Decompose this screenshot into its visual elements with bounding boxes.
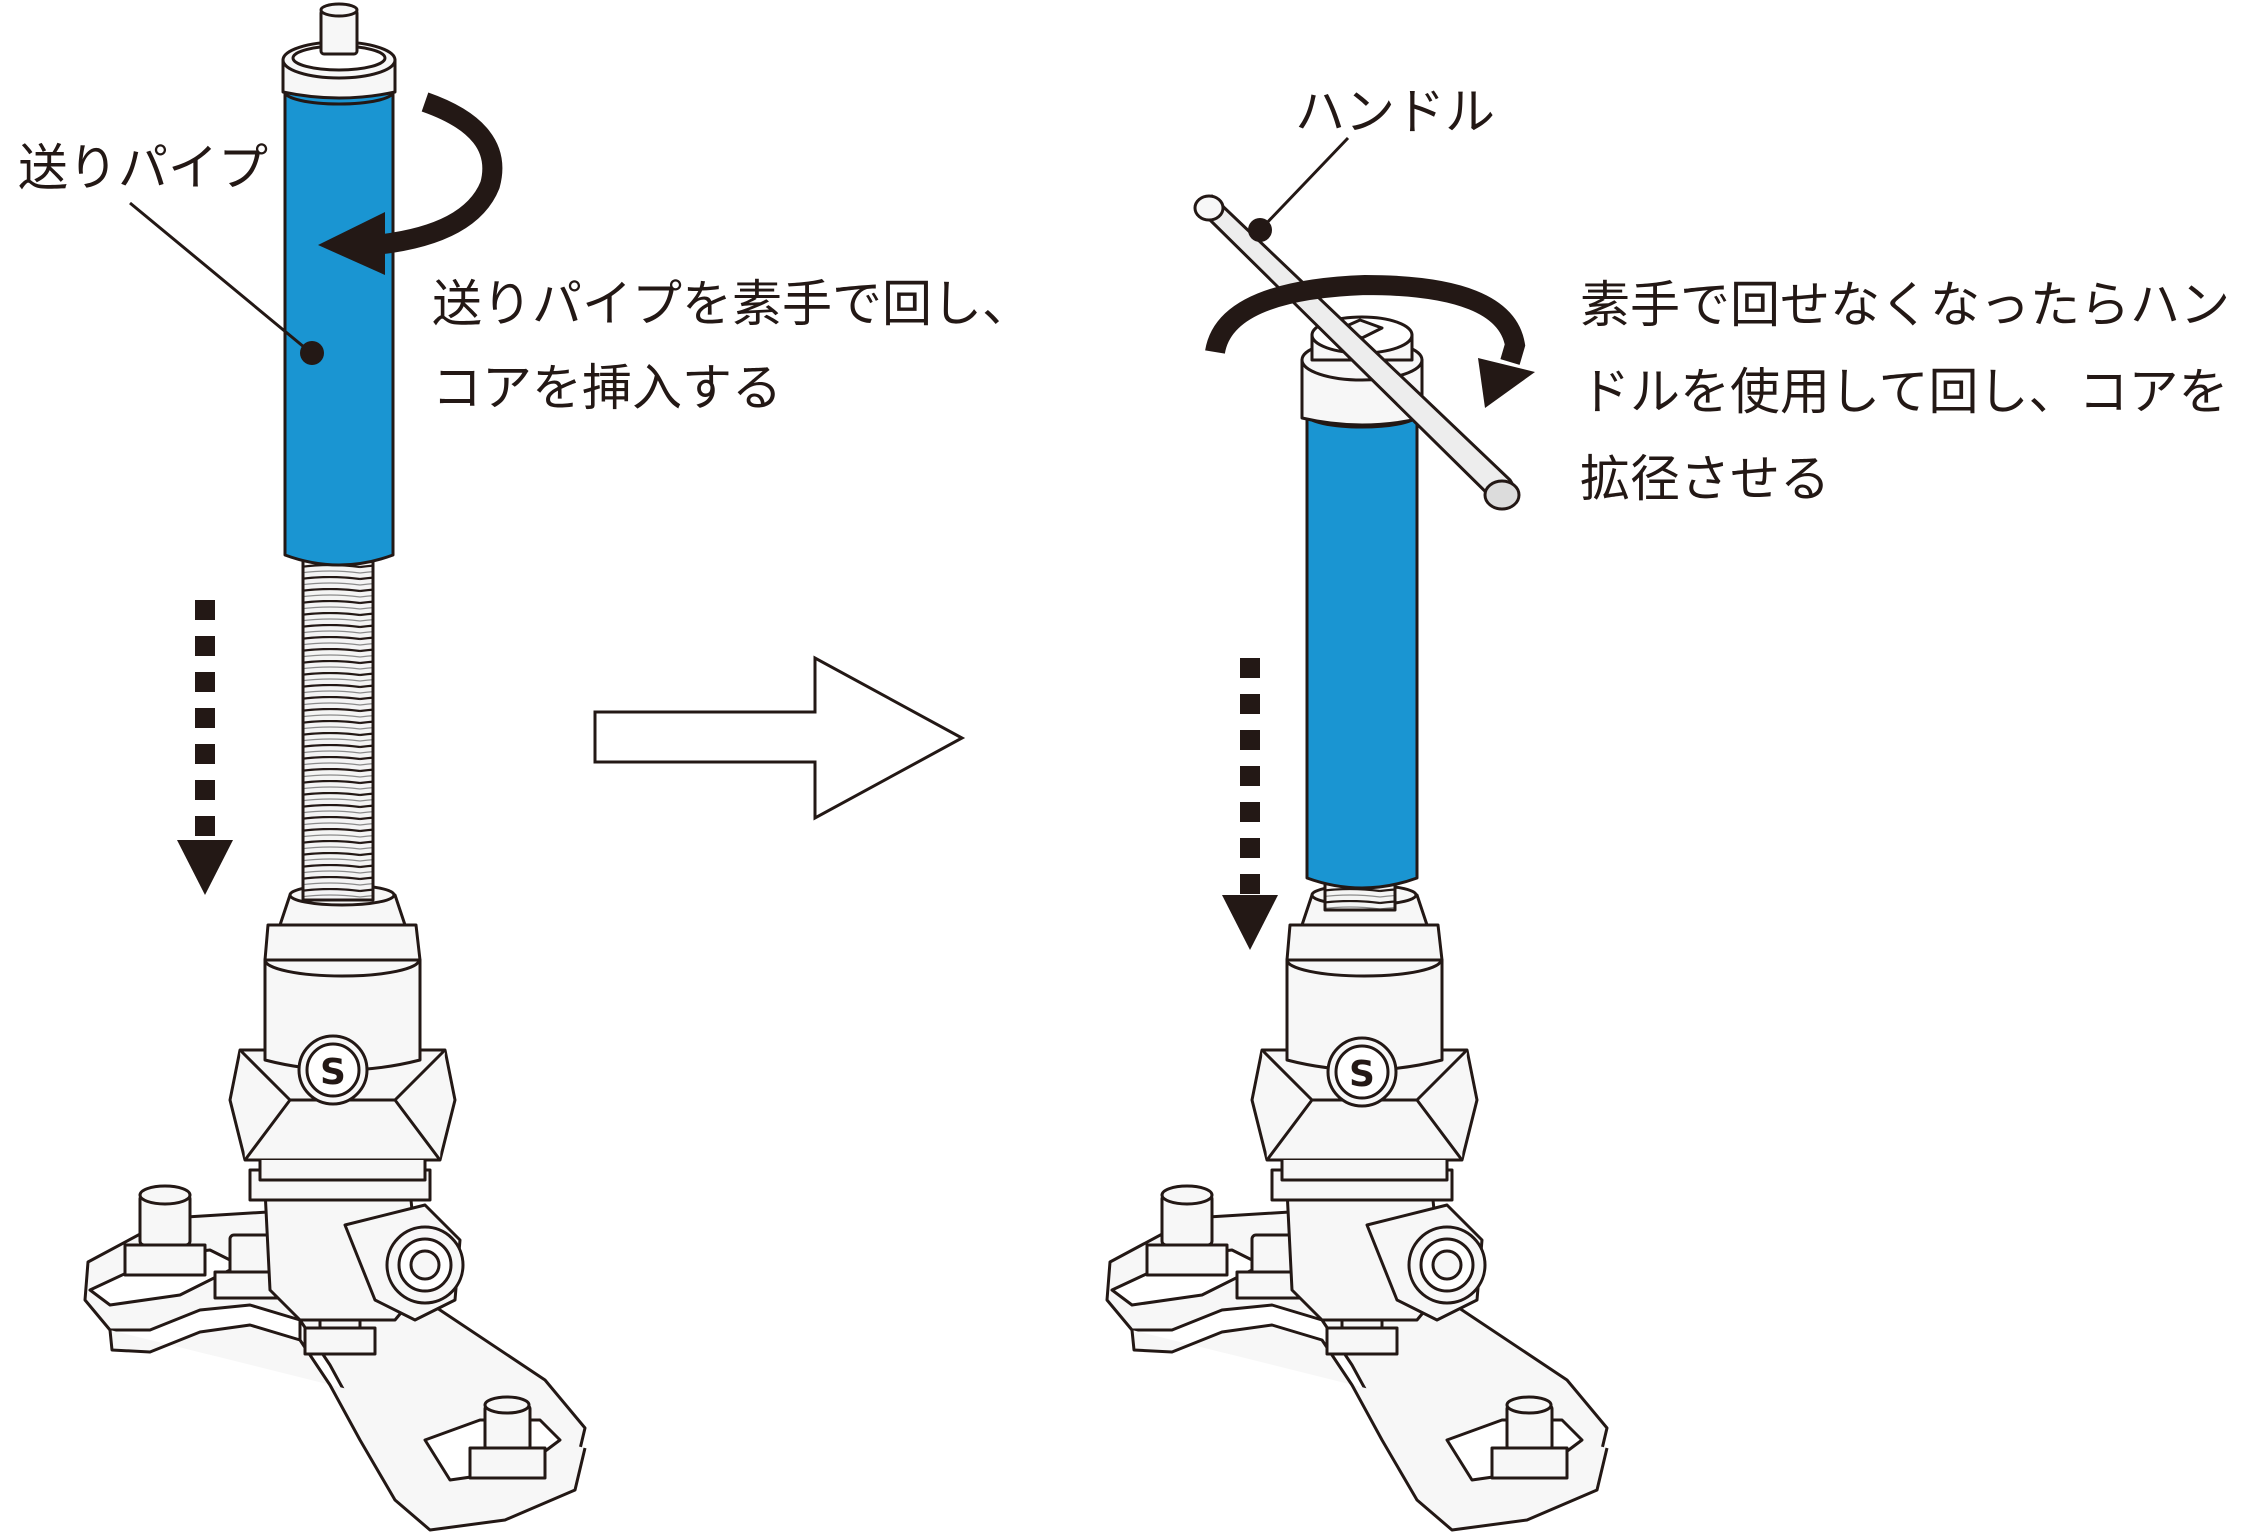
right-logo-icon: S — [1349, 1054, 1375, 1095]
step2-line-3: 拡径させる — [1580, 450, 1830, 508]
handle-label: ハンドル — [1295, 83, 1495, 141]
feed-pipe-leader — [129, 201, 324, 365]
step-arrow-icon — [593, 655, 966, 821]
left-feed-pipe — [283, 78, 395, 567]
left-hex-collar — [228, 1048, 457, 1182]
step1-line-1: 送りパイプを素手で回し、 — [432, 275, 1032, 333]
left-valve-body — [248, 1168, 465, 1322]
handle-bar — [1193, 194, 1521, 511]
right-down-arrow-icon — [1222, 658, 1278, 950]
right-bolts — [1145, 1184, 1569, 1480]
step2-instruction: 素手で回せなくなったらハン ドルを使用して回し、コアを 拡径させる — [1580, 262, 2230, 523]
step2-line-2: ドルを使用して回し、コアを — [1580, 363, 2229, 421]
left-body-cylinder — [263, 883, 422, 1106]
right-rotate-arrow-icon — [1205, 274, 1535, 408]
left-down-arrow-icon — [177, 600, 233, 895]
step2-line-1: 素手で回せなくなったらハン — [1580, 276, 2230, 334]
step1-line-2: コアを挿入する — [432, 359, 782, 417]
right-valve-body — [1270, 1168, 1487, 1322]
step1-instruction: 送りパイプを素手で回し、 コアを挿入する — [432, 262, 1032, 430]
right-assembly — [1105, 194, 1609, 1532]
left-rotate-arrow-icon — [318, 92, 503, 275]
left-threaded-rod — [301, 558, 375, 902]
right-feed-pipe — [1305, 401, 1419, 890]
feed-pipe-label: 送りパイプ — [18, 139, 268, 197]
right-body-cylinder — [1285, 883, 1444, 1108]
left-top-cap — [281, 2, 397, 100]
handle-leader — [1248, 136, 1350, 242]
left-logo-icon: S — [320, 1052, 346, 1093]
left-assembly — [83, 2, 587, 1532]
